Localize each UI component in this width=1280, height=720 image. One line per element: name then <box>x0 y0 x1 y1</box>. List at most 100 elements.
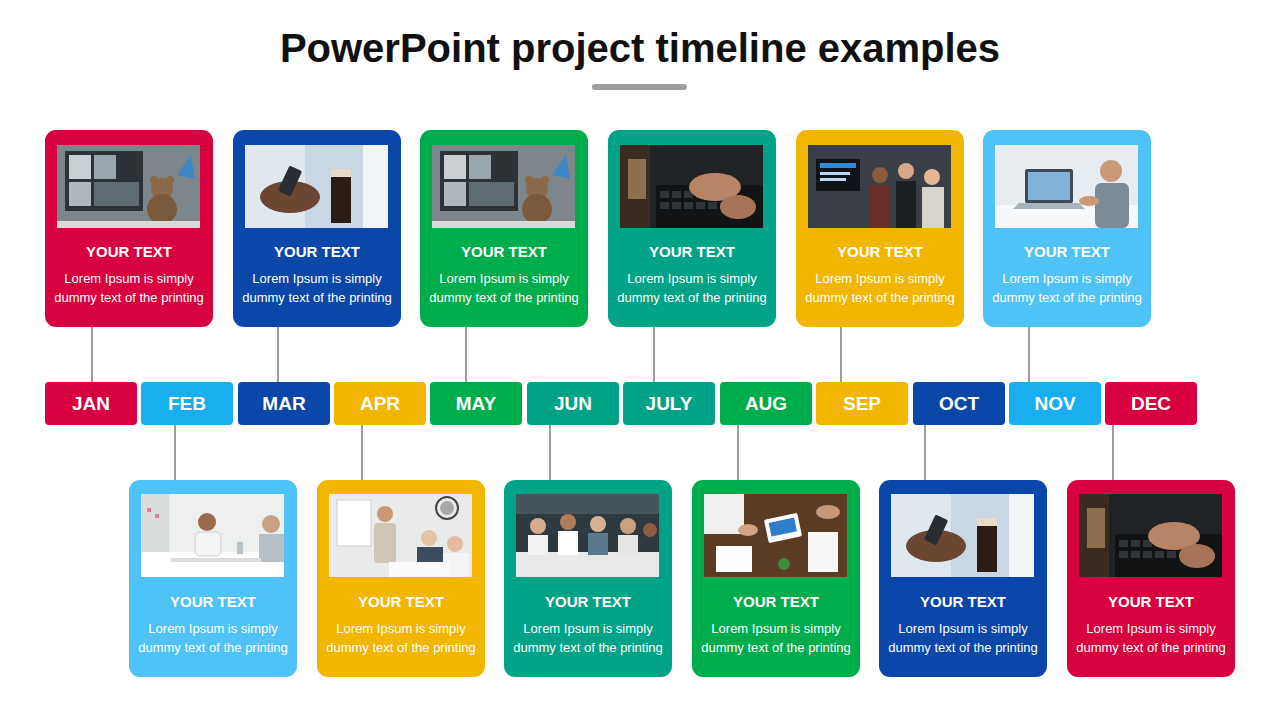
card-body: Lorem Ipsum is simply dummy text of the … <box>50 269 208 307</box>
card-shape <box>129 480 297 677</box>
text-card: YOUR TEXT Lorem Ipsum is simply dummy tex… <box>1067 480 1235 677</box>
month-box: JULY <box>623 382 715 425</box>
text-card: YOUR TEXT Lorem Ipsum is simply dummy tex… <box>317 480 485 677</box>
card-shape <box>879 480 1047 677</box>
connector-line <box>466 327 467 382</box>
photo <box>704 494 847 577</box>
title-underline <box>592 84 687 90</box>
card-body: Lorem Ipsum is simply dummy text of the … <box>884 619 1042 657</box>
connector-line <box>92 327 93 382</box>
connector-line <box>841 327 842 382</box>
photo <box>891 494 1034 577</box>
card-body: Lorem Ipsum is simply dummy text of the … <box>322 619 480 657</box>
card-heading: YOUR TEXT <box>649 243 735 261</box>
month-box: OCT <box>913 382 1005 425</box>
month-box: SEP <box>816 382 908 425</box>
card-body: Lorem Ipsum is simply dummy text of the … <box>134 619 292 657</box>
text-card: YOUR TEXT Lorem Ipsum is simply dummy tex… <box>608 130 776 327</box>
card-heading: YOUR TEXT <box>274 243 360 261</box>
photo <box>1079 494 1222 577</box>
month-box: JAN <box>45 382 137 425</box>
month-label: JULY <box>646 393 693 415</box>
card-heading: YOUR TEXT <box>86 243 172 261</box>
month-label: SEP <box>843 393 881 415</box>
card-heading: YOUR TEXT <box>837 243 923 261</box>
text-card: YOUR TEXT Lorem Ipsum is simply dummy tex… <box>504 480 672 677</box>
connector-line <box>362 425 363 480</box>
month-box: DEC <box>1105 382 1197 425</box>
text-card: YOUR TEXT Lorem Ipsum is simply dummy tex… <box>879 480 1047 677</box>
card-shape <box>983 130 1151 327</box>
text-card: YOUR TEXT Lorem Ipsum is simply dummy tex… <box>45 130 213 327</box>
card-heading: YOUR TEXT <box>358 593 444 611</box>
connector-line <box>550 425 551 480</box>
card-body: Lorem Ipsum is simply dummy text of the … <box>425 269 583 307</box>
month-label: MAY <box>456 393 496 415</box>
month-label: AUG <box>745 393 787 415</box>
connector-line <box>175 425 176 480</box>
text-card: YOUR TEXT Lorem Ipsum is simply dummy tex… <box>983 130 1151 327</box>
month-label: MAR <box>262 393 305 415</box>
month-label: NOV <box>1034 393 1075 415</box>
month-box: AUG <box>720 382 812 425</box>
card-shape <box>420 130 588 327</box>
card-body: Lorem Ipsum is simply dummy text of the … <box>988 269 1146 307</box>
photo <box>808 145 951 228</box>
connector-line <box>278 327 279 382</box>
text-card: YOUR TEXT Lorem Ipsum is simply dummy tex… <box>233 130 401 327</box>
card-heading: YOUR TEXT <box>1024 243 1110 261</box>
connector-line <box>1029 327 1030 382</box>
text-card: YOUR TEXT Lorem Ipsum is simply dummy tex… <box>129 480 297 677</box>
photo <box>995 145 1138 228</box>
card-shape <box>608 130 776 327</box>
photo <box>141 494 284 577</box>
text-card: YOUR TEXT Lorem Ipsum is simply dummy tex… <box>796 130 964 327</box>
month-box: NOV <box>1009 382 1101 425</box>
card-shape <box>504 480 672 677</box>
month-label: JUN <box>554 393 592 415</box>
month-box: MAR <box>238 382 330 425</box>
month-box: FEB <box>141 382 233 425</box>
text-card: YOUR TEXT Lorem Ipsum is simply dummy tex… <box>692 480 860 677</box>
card-shape <box>796 130 964 327</box>
month-label: APR <box>360 393 400 415</box>
slide-title: PowerPoint project timeline examples <box>0 20 1280 76</box>
card-body: Lorem Ipsum is simply dummy text of the … <box>238 269 396 307</box>
card-body: Lorem Ipsum is simply dummy text of the … <box>613 269 771 307</box>
month-box: APR <box>334 382 426 425</box>
photos <box>57 145 1222 577</box>
connector-line <box>1113 425 1114 480</box>
connector-line <box>925 425 926 480</box>
photo <box>57 145 200 228</box>
card-body: Lorem Ipsum is simply dummy text of the … <box>509 619 667 657</box>
month-box: JUN <box>527 382 619 425</box>
card-body: Lorem Ipsum is simply dummy text of the … <box>697 619 855 657</box>
card-shape <box>45 130 213 327</box>
month-label: OCT <box>939 393 979 415</box>
card-shape <box>233 130 401 327</box>
card-heading: YOUR TEXT <box>733 593 819 611</box>
card-shape <box>1067 480 1235 677</box>
month-label: JAN <box>72 393 110 415</box>
card-body: Lorem Ipsum is simply dummy text of the … <box>1072 619 1230 657</box>
card-heading: YOUR TEXT <box>545 593 631 611</box>
card-shape <box>317 480 485 677</box>
month-label: DEC <box>1131 393 1171 415</box>
connector-line <box>654 327 655 382</box>
photo <box>432 145 575 228</box>
text-card: YOUR TEXT Lorem Ipsum is simply dummy tex… <box>420 130 588 327</box>
photo <box>245 145 388 228</box>
photo <box>620 145 763 228</box>
connector-line <box>738 425 739 480</box>
month-label: FEB <box>168 393 206 415</box>
card-heading: YOUR TEXT <box>920 593 1006 611</box>
card-heading: YOUR TEXT <box>170 593 256 611</box>
card-heading: YOUR TEXT <box>461 243 547 261</box>
card-heading: YOUR TEXT <box>1108 593 1194 611</box>
month-box: MAY <box>430 382 522 425</box>
photo <box>516 494 659 577</box>
card-body: Lorem Ipsum is simply dummy text of the … <box>801 269 959 307</box>
